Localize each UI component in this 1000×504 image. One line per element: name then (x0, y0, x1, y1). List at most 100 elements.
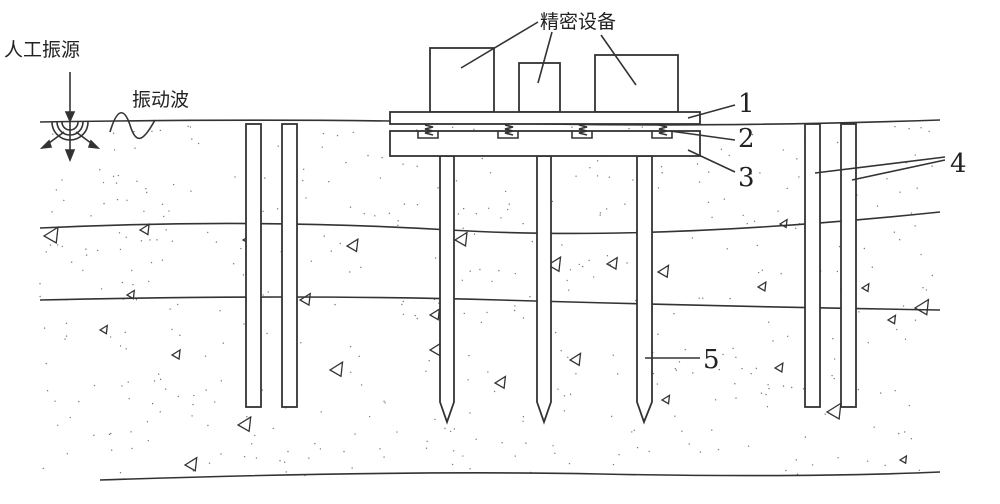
gravel-triangles (42, 218, 930, 472)
soil-dot (171, 328, 173, 331)
soil-dot (220, 453, 222, 455)
soil-dot (804, 436, 807, 438)
soil-dot (610, 415, 613, 418)
soil-dot (879, 392, 882, 394)
soil-dot (149, 239, 151, 241)
soil-dot (857, 388, 859, 391)
lower-platform (389, 130, 701, 157)
soil-dot (189, 126, 192, 128)
soil-dot (264, 177, 266, 179)
gravel-triangle (605, 256, 618, 271)
soil-dot (240, 247, 242, 250)
soil-dot (750, 373, 752, 375)
soil-dot (191, 138, 193, 140)
soil-dot (707, 201, 710, 204)
soil-dot (214, 401, 216, 403)
soil-dot (207, 424, 209, 427)
soil-dot (772, 340, 774, 342)
soil-dot (349, 271, 351, 273)
soil-dot (401, 303, 403, 306)
soil-dot (698, 297, 700, 299)
soil-dot (437, 187, 439, 189)
soil-dot (384, 402, 386, 404)
soil-dot (157, 373, 160, 375)
soil-dot (675, 369, 678, 371)
soil-dot (795, 227, 797, 229)
soil-dot (606, 255, 609, 257)
soil-dot (508, 203, 511, 205)
soil-dot (179, 334, 181, 337)
gravel-triangle (453, 231, 468, 248)
gravel-triangle (236, 415, 252, 433)
soil-dot (90, 215, 92, 217)
soil-dot (628, 128, 630, 130)
gravel-triangle (42, 225, 59, 245)
precision-equipment-box (518, 62, 561, 113)
soil-dot (469, 468, 471, 470)
soil-dot (760, 392, 763, 394)
soil-dot (208, 462, 211, 464)
soil-dot (596, 175, 599, 177)
soil-dot (599, 214, 601, 216)
soil-dot (402, 300, 404, 303)
soil-dot (49, 244, 52, 246)
soil-dot (732, 347, 734, 350)
soil-dot (451, 463, 454, 466)
soil-dot (246, 415, 248, 418)
soil-dot (232, 263, 235, 265)
soil-dot (451, 126, 454, 128)
soil-dot (61, 245, 63, 248)
soil-dot (349, 206, 352, 208)
gravel-triangle (568, 352, 582, 367)
soil-dot (735, 356, 737, 359)
soil-dot (589, 166, 591, 169)
soil-dot (416, 317, 419, 320)
soil-dot (96, 249, 99, 252)
soil-dot (279, 460, 281, 462)
gravel-triangle (98, 324, 109, 335)
soil-dot (367, 154, 369, 157)
gravel-triangle (298, 292, 312, 307)
soil-dot (126, 199, 128, 202)
soil-dot (110, 449, 113, 451)
soil-dot (674, 415, 676, 417)
soil-dot (159, 129, 162, 132)
soil-dot (618, 453, 620, 456)
soil-dot (612, 463, 615, 466)
soil-dot (93, 434, 95, 437)
soil-dot (220, 380, 222, 382)
soil-dot (121, 281, 124, 284)
soil-dot (360, 384, 363, 386)
soil-dot (702, 297, 704, 299)
gravel-triangle (138, 223, 150, 236)
gravel-triangle (913, 298, 930, 316)
soil-dot (323, 235, 325, 237)
soil-dot (165, 229, 167, 231)
source-label: 人工振源 (4, 39, 80, 61)
soil-dot (462, 207, 465, 210)
soil-dot (522, 416, 525, 418)
soil-dot (833, 358, 836, 360)
soil-dot (660, 166, 663, 168)
soil-dot (884, 464, 886, 467)
soil-dot (522, 420, 524, 422)
soil-dot (551, 200, 554, 203)
soil-dot (54, 400, 56, 402)
soil-dot (146, 191, 148, 194)
gravel-triangle (660, 394, 671, 405)
soil-dot (65, 322, 68, 325)
soil-dot (757, 271, 760, 274)
soil-dot (522, 317, 525, 319)
soil-dot (498, 270, 500, 272)
precision-equipment-box (429, 47, 495, 113)
soil-dot (711, 349, 714, 351)
soil-dot (426, 440, 428, 443)
soil-dot (469, 270, 471, 272)
soil-dot (491, 280, 493, 283)
soil-dot (918, 469, 921, 471)
soil-dot (425, 370, 427, 372)
soil-dot (156, 239, 158, 241)
soil-dot (78, 400, 80, 403)
soil-dot (568, 289, 570, 291)
soil-dot (785, 469, 787, 472)
